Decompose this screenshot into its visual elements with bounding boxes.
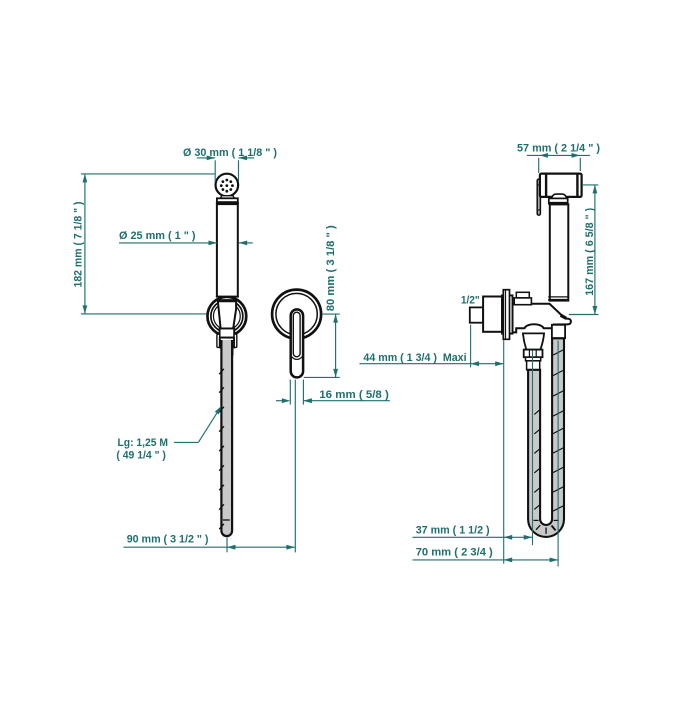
svg-text:( 49 1/4 " ): ( 49 1/4 " ) bbox=[116, 449, 166, 461]
svg-text:Lg: 1,25 M: Lg: 1,25 M bbox=[118, 437, 169, 449]
svg-text:57 mm ( 2 1/4 " ): 57 mm ( 2 1/4 " ) bbox=[517, 142, 600, 154]
svg-text:70 mm ( 2 3/4 ): 70 mm ( 2 3/4 ) bbox=[416, 547, 493, 559]
svg-text:Ø 25 mm ( 1 " ): Ø 25 mm ( 1 " ) bbox=[119, 230, 196, 242]
svg-text:16 mm ( 5/8 ): 16 mm ( 5/8 ) bbox=[319, 389, 389, 401]
svg-text:1/2": 1/2" bbox=[461, 294, 480, 306]
svg-text:Ø 30 mm ( 1 1/8 " ): Ø 30 mm ( 1 1/8 " ) bbox=[183, 147, 277, 159]
svg-text:167 mm ( 6 5/8 " ): 167 mm ( 6 5/8 " ) bbox=[584, 208, 596, 296]
svg-text:182 mm ( 7 1/8 " ): 182 mm ( 7 1/8 " ) bbox=[73, 201, 85, 287]
svg-text:90 mm ( 3 1/2 " ): 90 mm ( 3 1/2 " ) bbox=[127, 533, 209, 545]
svg-text:37 mm ( 1 1/2 ): 37 mm ( 1 1/2 ) bbox=[416, 525, 490, 537]
svg-text:44 mm ( 1 3/4 ) Maxi: 44 mm ( 1 3/4 ) Maxi bbox=[363, 352, 466, 364]
svg-text:80 mm ( 3 1/8 " ): 80 mm ( 3 1/8 " ) bbox=[325, 225, 337, 311]
